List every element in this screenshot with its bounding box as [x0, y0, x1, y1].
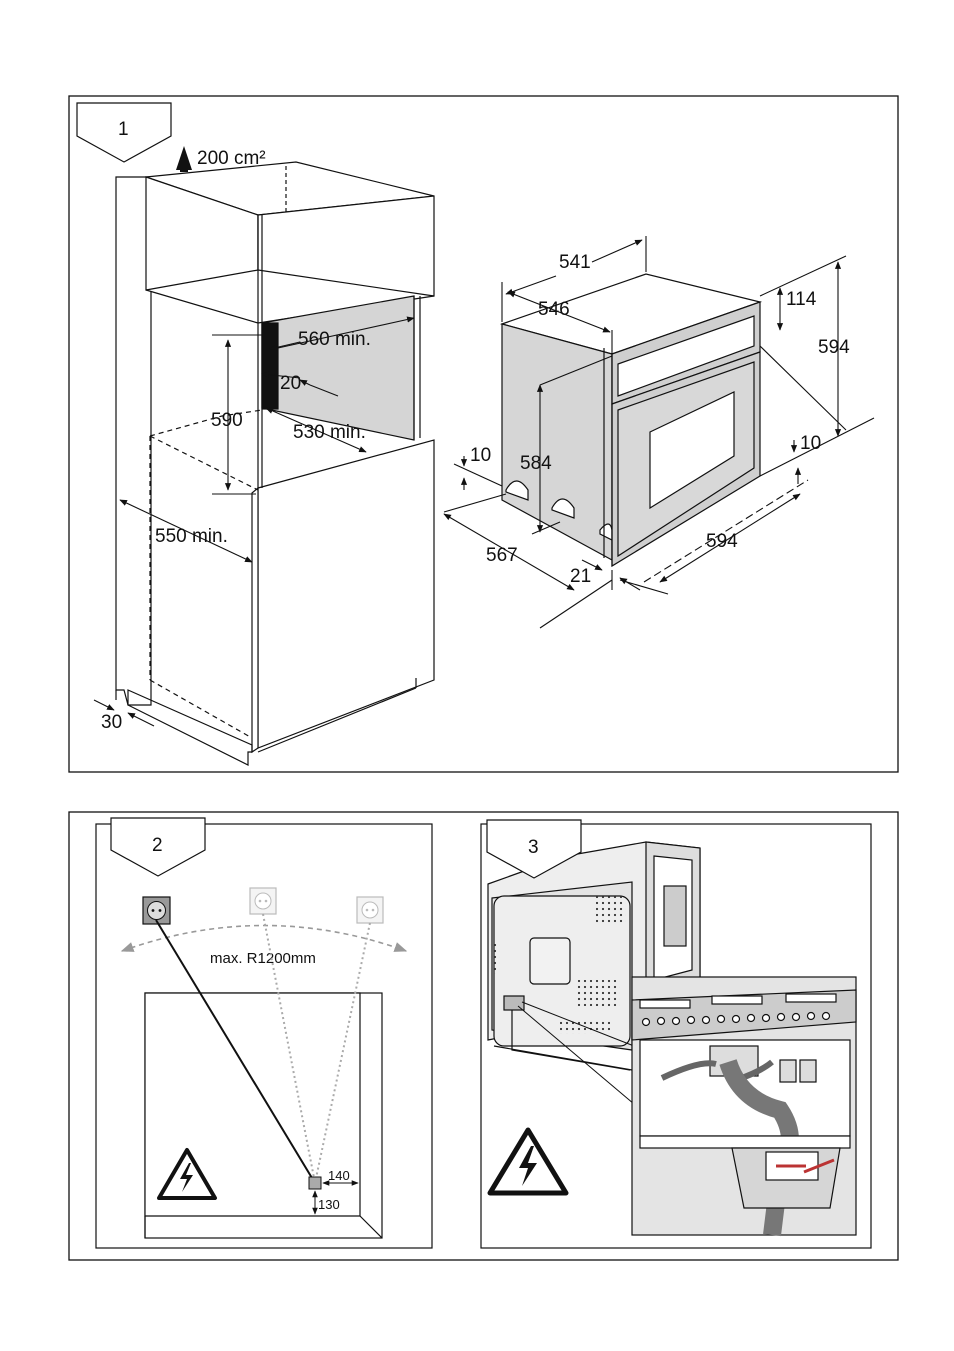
dim-584-label: 584 — [520, 453, 552, 474]
niche — [145, 993, 382, 1238]
terminal-block-inset — [632, 977, 856, 1235]
panel-1: 1 — [69, 96, 898, 772]
socket-icon — [357, 897, 383, 923]
dim-567-label: 567 — [486, 545, 518, 566]
radius-label: max. R1200mm — [210, 950, 316, 967]
cabinet-drawing — [116, 162, 434, 765]
dim-594-height-label: 594 — [818, 337, 850, 358]
panel-2: 2 max. R1200mm — [96, 818, 432, 1248]
dim-530-label: 530 min. — [293, 422, 366, 443]
vent-area-label: 200 cm² — [197, 148, 266, 169]
dim-550-label: 550 min. — [155, 526, 228, 547]
step-number: 3 — [528, 837, 539, 858]
dim-590-label: 590 — [211, 410, 243, 431]
dim-140-label: 140 — [328, 1168, 350, 1183]
panel-3: 3 — [481, 820, 871, 1248]
dim-10-left-label: 10 — [470, 445, 491, 466]
dim-21-label: 21 — [570, 566, 591, 587]
dim-30-label: 30 — [101, 712, 122, 733]
dim-10-right-label: 10 — [800, 433, 821, 454]
dim-20-label: 20 — [280, 373, 301, 394]
vent-arrow — [176, 146, 192, 172]
dim-114-label: 114 — [786, 289, 817, 310]
dim-541-label: 541 — [559, 252, 591, 273]
socket-icon — [250, 888, 276, 914]
step-number: 2 — [152, 835, 163, 856]
dim-560-label: 560 min. — [298, 329, 371, 350]
step-badge-1: 1 — [77, 103, 171, 162]
connection-point — [309, 1177, 321, 1189]
dim-594-width-label: 594 — [706, 531, 738, 552]
dim-130-label: 130 — [318, 1197, 340, 1212]
dim-546-label: 546 — [538, 299, 570, 320]
step-number: 1 — [118, 119, 129, 140]
